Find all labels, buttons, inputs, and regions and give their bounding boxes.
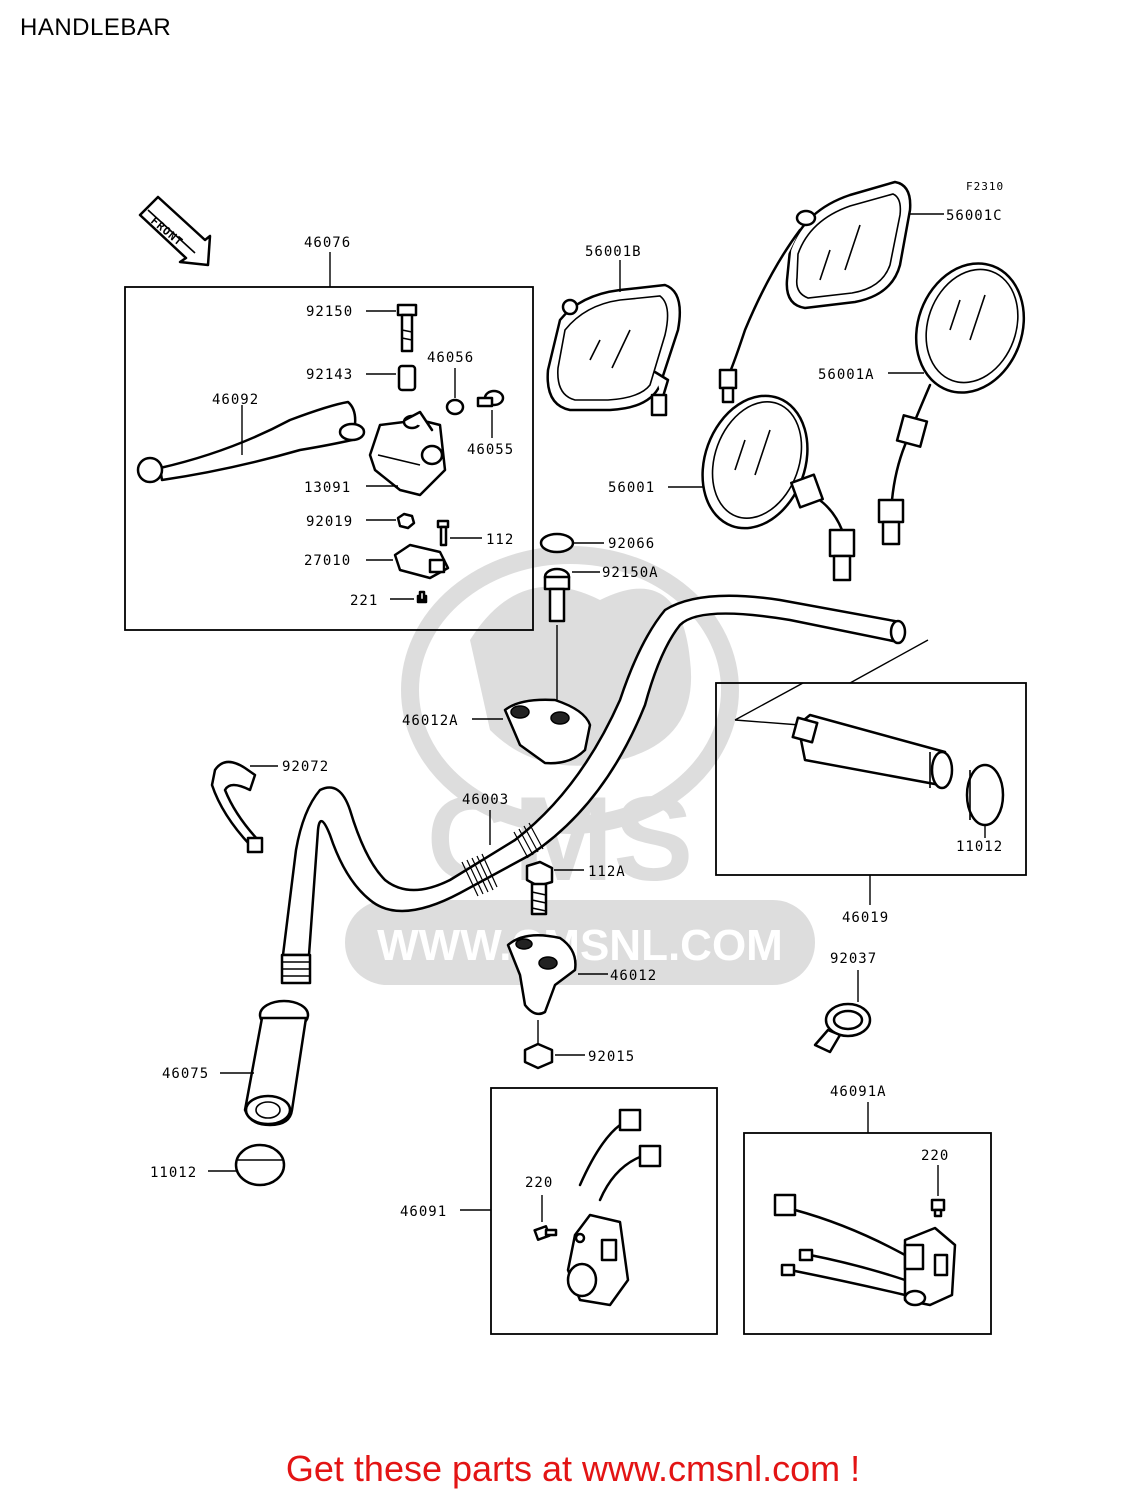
band-92072 (210, 760, 264, 854)
label-56001b: 56001B (585, 244, 642, 260)
label-92019: 92019 (306, 514, 353, 530)
label-13091: 13091 (304, 480, 351, 496)
holder-13091 (368, 410, 447, 497)
lever-46092 (136, 400, 366, 484)
label-92066: 92066 (608, 536, 655, 552)
nut-46056 (445, 398, 465, 416)
label-92150a: 92150A (602, 565, 659, 581)
label-56001c: 56001C (946, 208, 1003, 224)
watermark-url: WWW.CMSNL.COM (377, 921, 783, 970)
mirror-56001b (546, 283, 682, 417)
clamp-92037 (813, 1002, 872, 1054)
bolt-92150 (396, 303, 418, 353)
label-46019: 46019 (842, 910, 889, 926)
label-46076: 46076 (304, 235, 351, 251)
label-46091: 46091 (400, 1204, 447, 1220)
label-56001a: 56001A (818, 367, 875, 383)
bolt-112 (436, 519, 450, 547)
collar-92143 (397, 364, 417, 392)
label-220-left: 220 (525, 1175, 553, 1191)
upper-holder-46012a (503, 698, 592, 765)
label-11012-right: 11012 (956, 839, 1003, 855)
nut-92015 (523, 1042, 554, 1070)
screw-220-left (533, 1224, 558, 1242)
label-46091a: 46091A (830, 1084, 887, 1100)
label-92037: 92037 (830, 951, 877, 967)
label-11012-left: 11012 (150, 1165, 197, 1181)
label-220-right: 220 (921, 1148, 949, 1164)
label-46056: 46056 (427, 350, 474, 366)
label-92143: 92143 (306, 367, 353, 383)
label-112: 112 (486, 532, 514, 548)
grip-46075 (243, 999, 310, 1127)
front-arrow-icon: FRONT (138, 195, 212, 267)
figure-code: F2310 (966, 180, 1004, 193)
mirror-56001c (718, 180, 912, 404)
handlebar-46003 (280, 594, 907, 985)
screw-46055 (476, 389, 505, 408)
label-46003: 46003 (462, 792, 509, 808)
group-box-46091 (490, 1087, 718, 1335)
cap-92066 (539, 532, 575, 554)
group-box-46019 (715, 682, 1027, 876)
switch-27010 (393, 543, 450, 580)
throttle-grip (791, 713, 954, 790)
mirror-56001a (877, 262, 1026, 546)
nut-92019 (396, 512, 416, 530)
switch-housing-46091a (773, 1193, 957, 1307)
group-box-46076 (124, 286, 534, 631)
grip-end-cap-11012-left (234, 1143, 286, 1187)
label-92072: 92072 (282, 759, 329, 775)
group-box-46091a (743, 1132, 992, 1335)
screw-221 (416, 590, 428, 604)
lower-holder-46012 (506, 933, 577, 1016)
page-title: HANDLEBAR (20, 14, 172, 41)
footer-promo-link[interactable]: Get these parts at www.cmsnl.com ! (285, 1448, 861, 1489)
label-56001: 56001 (608, 480, 655, 496)
bolt-92150a (543, 567, 571, 623)
label-46055: 46055 (467, 442, 514, 458)
label-46012a: 46012A (402, 713, 459, 729)
bolt-112a (525, 860, 554, 916)
label-46012: 46012 (610, 968, 657, 984)
mirror-56001 (701, 394, 856, 582)
grip-end-cap-11012-right (965, 763, 1005, 827)
label-92150: 92150 (306, 304, 353, 320)
label-92015: 92015 (588, 1049, 635, 1065)
switch-housing-46091 (566, 1108, 662, 1307)
screw-220-right (930, 1198, 946, 1218)
label-46092: 46092 (212, 392, 259, 408)
label-27010: 27010 (304, 553, 351, 569)
label-112a: 112A (588, 864, 626, 880)
label-46075: 46075 (162, 1066, 209, 1082)
label-221: 221 (350, 593, 378, 609)
